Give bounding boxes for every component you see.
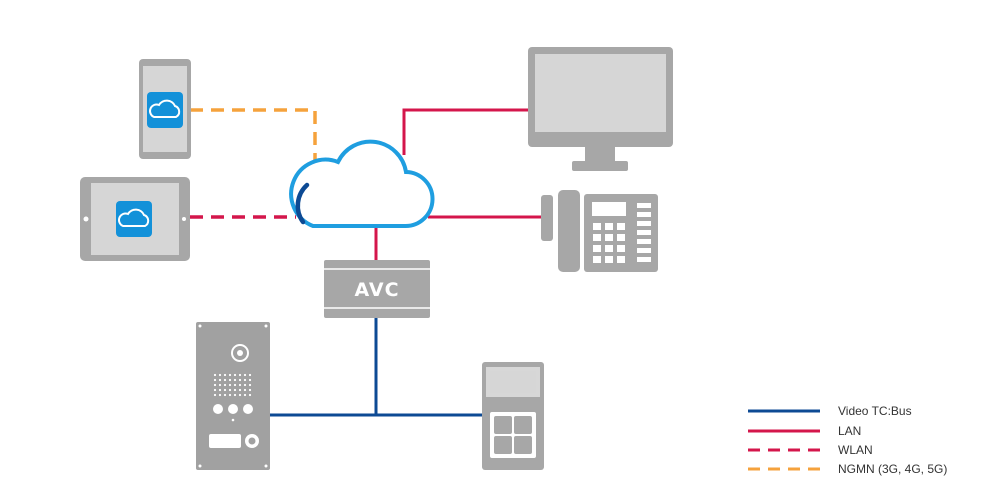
legend-label: LAN [838,424,861,438]
phone-function-key [637,248,651,253]
phone-function-key [637,239,651,244]
legend-item-lan: LAN [748,424,861,438]
cloud-app-icon [116,201,152,237]
speaker-hole [238,388,242,392]
speaker-hole [233,383,237,387]
speaker-hole [213,393,217,397]
speaker-hole [213,388,217,392]
speaker-hole [218,383,222,387]
speaker-hole [218,373,222,377]
speaker-hole [213,378,217,382]
phone-function-key [637,257,651,262]
speaker-hole [228,378,232,382]
speaker-hole [223,383,227,387]
speaker-hole [243,378,247,382]
speaker-hole [218,378,222,382]
speaker-hole [238,383,242,387]
speaker-hole [228,383,232,387]
phone-key [593,256,601,263]
speaker-hole [233,393,237,397]
speaker-hole [218,388,222,392]
speaker-hole [218,393,222,397]
monitor-icon [528,47,673,171]
legend-label: NGMN (3G, 4G, 5G) [838,462,947,476]
phone-function-key [637,212,651,217]
phone-key [593,245,601,252]
phone-key [605,256,613,263]
phone-key [593,234,601,241]
cloud-icon [289,139,435,229]
speaker-hole [243,383,247,387]
speaker-hole [248,383,252,387]
speaker-hole [243,393,247,397]
lan-connection-monitor [402,108,528,155]
speaker-hole [238,378,242,382]
indoor-station-icon [482,362,544,470]
legend-label: WLAN [838,443,873,457]
legend-label: Video TC:Bus [838,404,912,418]
phone-key [617,245,625,252]
phone-key [605,234,613,241]
video-bus-connection [270,318,482,417]
phone-function-key [637,203,651,208]
speaker-hole [243,373,247,377]
speaker-hole [238,373,242,377]
phone-key [593,223,601,230]
gateway-icon: AVC [324,260,430,318]
speaker-hole [233,378,237,382]
speaker-hole [228,388,232,392]
speaker-hole [223,378,227,382]
tablet-icon [80,177,190,261]
phone-function-key [637,230,651,235]
speaker-hole [213,383,217,387]
desk-phone-icon [541,190,658,272]
ngmn-connection [190,108,317,180]
speaker-hole [248,388,252,392]
speaker-hole [223,388,227,392]
speaker-hole [248,378,252,382]
speaker-hole [223,373,227,377]
phone-key [617,256,625,263]
speaker-hole [228,393,232,397]
speaker-hole [248,393,252,397]
speaker-hole [238,393,242,397]
speaker-hole [233,388,237,392]
speaker-hole [213,373,217,377]
speaker-hole [243,388,247,392]
phone-key [617,223,625,230]
legend-item-video-bus: Video TC:Bus [748,404,912,418]
phone-key [605,223,613,230]
legend-item-wlan: WLAN [748,443,873,457]
speaker-hole [228,373,232,377]
legend-item-ngmn: NGMN (3G, 4G, 5G) [748,462,947,476]
speaker-hole [248,373,252,377]
speaker-hole [233,373,237,377]
speaker-hole [223,393,227,397]
phone-key [617,234,625,241]
gateway-label: AVC [354,279,399,301]
door-station-icon [196,322,270,470]
cloud-app-icon [147,92,183,128]
phone-function-key [637,221,651,226]
smartphone-icon [139,59,191,159]
phone-key [605,245,613,252]
legend: Video TC:Bus LAN WLAN NGMN (3G, 4G, 5G) [748,404,947,476]
